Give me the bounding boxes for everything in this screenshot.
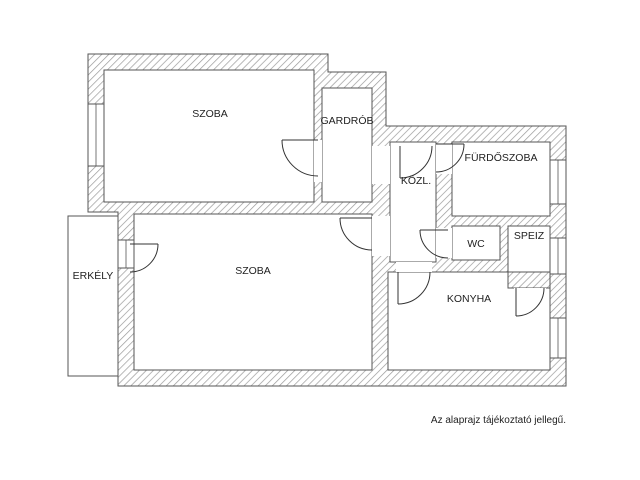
doors: [129, 139, 545, 317]
room-label-bathroom: FÜRDŐSZOBA: [465, 150, 538, 164]
room-label-wc: WC: [467, 238, 485, 250]
room-label-bedroom-top: SZOBA: [192, 108, 228, 120]
walls: [87, 53, 567, 387]
room-label-wardrobe: GARDRÓB: [320, 114, 373, 127]
door-openings: [314, 140, 546, 298]
balcony: [67, 215, 119, 377]
room-label-corridor: KÖZL.: [401, 175, 431, 187]
room-label-pantry: SPEIZ: [514, 230, 545, 242]
window-glass-lines: [95, 104, 559, 358]
room-label-bedroom-main: SZOBA: [235, 265, 271, 277]
room-label-kitchen: KONYHA: [447, 293, 491, 305]
room-label-balcony: ERKÉLY: [73, 269, 114, 282]
disclaimer-note: Az alaprajz tájékoztató jellegű.: [431, 415, 566, 426]
